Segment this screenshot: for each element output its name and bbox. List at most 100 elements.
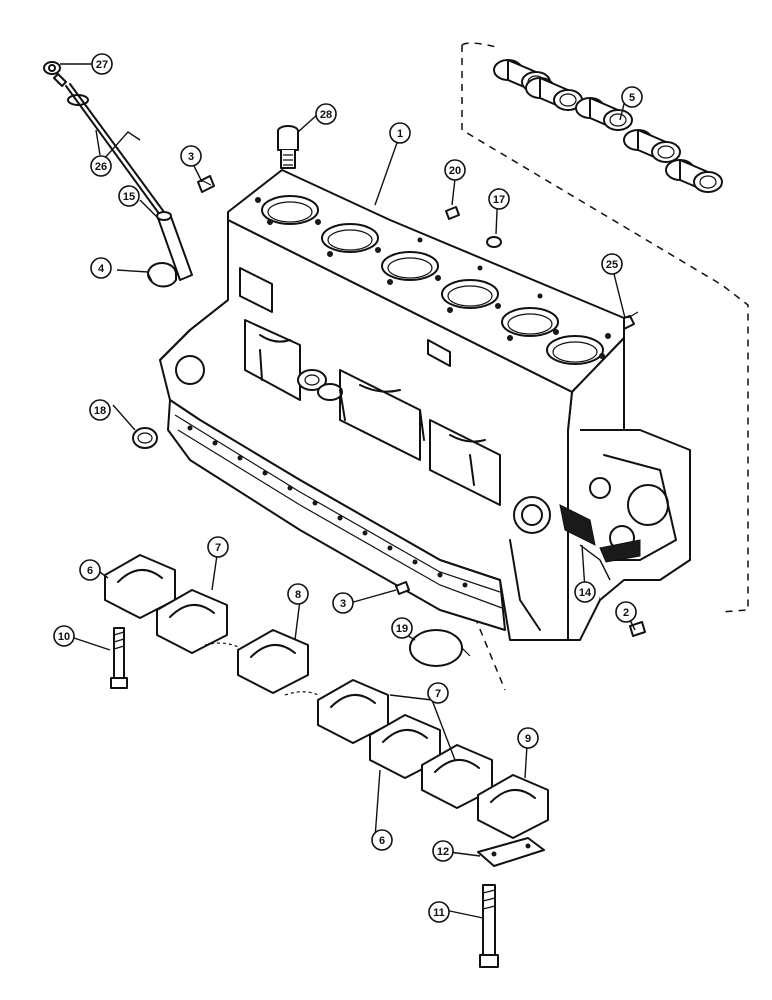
callout-26: 26 (90, 155, 112, 177)
callout-number: 19 (396, 623, 408, 635)
callout-number: 26 (95, 161, 107, 173)
callout-number: 6 (87, 565, 93, 577)
callout-17: 17 (488, 188, 510, 210)
callout-circle (118, 185, 140, 207)
callout-3: 3 (332, 592, 354, 614)
callout-number: 20 (449, 165, 461, 177)
camshaft-bearings (493, 59, 723, 193)
bolt-11 (479, 884, 499, 968)
callout-circle (601, 253, 623, 275)
expansion-plug-4 (147, 262, 177, 288)
callout-circle (428, 901, 450, 923)
dipstick (43, 61, 165, 216)
bearing-group-outline (461, 45, 749, 613)
callout-circle (90, 155, 112, 177)
callout-12: 12 (432, 840, 454, 862)
bolt-10 (110, 627, 128, 689)
callout-number: 11 (433, 907, 445, 919)
callout-9: 9 (517, 727, 539, 749)
callout-8: 8 (287, 583, 309, 605)
callout-number: 1 (397, 128, 403, 140)
callout-circle (79, 559, 101, 581)
callout-number: 6 (379, 835, 385, 847)
callout-circle (332, 592, 354, 614)
callout-number: 12 (437, 846, 449, 858)
callout-circle (615, 601, 637, 623)
callout-circle (427, 682, 449, 704)
pipe-plug-3-top (197, 175, 215, 193)
callout-circle (621, 86, 643, 108)
callout-number: 7 (435, 688, 441, 700)
callout-number: 3 (340, 598, 346, 610)
callout-circle (517, 727, 539, 749)
callout-14: 14 (574, 581, 596, 603)
callout-6: 6 (79, 559, 101, 581)
callout-circle (180, 145, 202, 167)
dipstick-tube (156, 211, 193, 281)
expansion-plug-19 (409, 629, 471, 667)
callout-5: 5 (621, 86, 643, 108)
cylinder-bores (261, 195, 604, 365)
callout-circle (432, 840, 454, 862)
callout-number: 8 (295, 589, 301, 601)
callout-circle (207, 536, 229, 558)
cylinder-block (159, 169, 691, 641)
callout-1: 1 (389, 122, 411, 144)
callout-circle (488, 188, 510, 210)
callout-circle (53, 625, 75, 647)
callout-number: 28 (320, 109, 332, 121)
callout-25: 25 (601, 253, 623, 275)
callout-number: 3 (188, 151, 194, 163)
callout-11: 11 (428, 901, 450, 923)
callout-circle (89, 399, 111, 421)
callout-number: 4 (98, 263, 105, 275)
callout-7: 7 (427, 682, 449, 704)
callout-28: 28 (315, 103, 337, 125)
callout-circle (389, 122, 411, 144)
expansion-plug-18 (132, 427, 158, 449)
plate-12 (477, 837, 545, 867)
callout-circle (91, 53, 113, 75)
callout-number: 14 (579, 587, 592, 599)
rail-bolt-holes (187, 425, 468, 588)
callout-7: 7 (207, 536, 229, 558)
callout-18: 18 (89, 399, 111, 421)
callout-20: 20 (444, 159, 466, 181)
pipe-plug-20 (445, 206, 460, 220)
side-cover-plate (239, 267, 273, 313)
callout-number: 9 (525, 733, 531, 745)
pipe-plug-3-lower (395, 581, 410, 595)
callout-15: 15 (118, 185, 140, 207)
callout-number: 10 (58, 631, 70, 643)
callout-circle (90, 257, 112, 279)
callout-circle (444, 159, 466, 181)
main-bearing-caps (104, 554, 549, 839)
callout-circle (315, 103, 337, 125)
callout-circle (371, 829, 393, 851)
callout-circle (287, 583, 309, 605)
callout-number: 15 (123, 191, 135, 203)
cup-plug-17 (486, 236, 502, 248)
head-bolt-holes (255, 197, 611, 359)
callout-number: 7 (215, 542, 221, 554)
callout-19: 19 (391, 617, 413, 639)
callout-circle (574, 581, 596, 603)
bearing-group-outline-top (461, 42, 501, 49)
callout-number: 18 (94, 405, 106, 417)
oil-sender-28 (277, 125, 299, 169)
callout-number: 5 (629, 92, 635, 104)
pipe-plug-2 (629, 621, 646, 637)
callout-6: 6 (371, 829, 393, 851)
callout-number: 2 (623, 607, 629, 619)
callout-10: 10 (53, 625, 75, 647)
callout-circle (391, 617, 413, 639)
callout-2: 2 (615, 601, 637, 623)
callout-number: 17 (493, 194, 505, 206)
callout-4: 4 (90, 257, 112, 279)
callout-number: 27 (96, 59, 108, 71)
callout-number: 25 (606, 259, 618, 271)
callout-27: 27 (91, 53, 113, 75)
